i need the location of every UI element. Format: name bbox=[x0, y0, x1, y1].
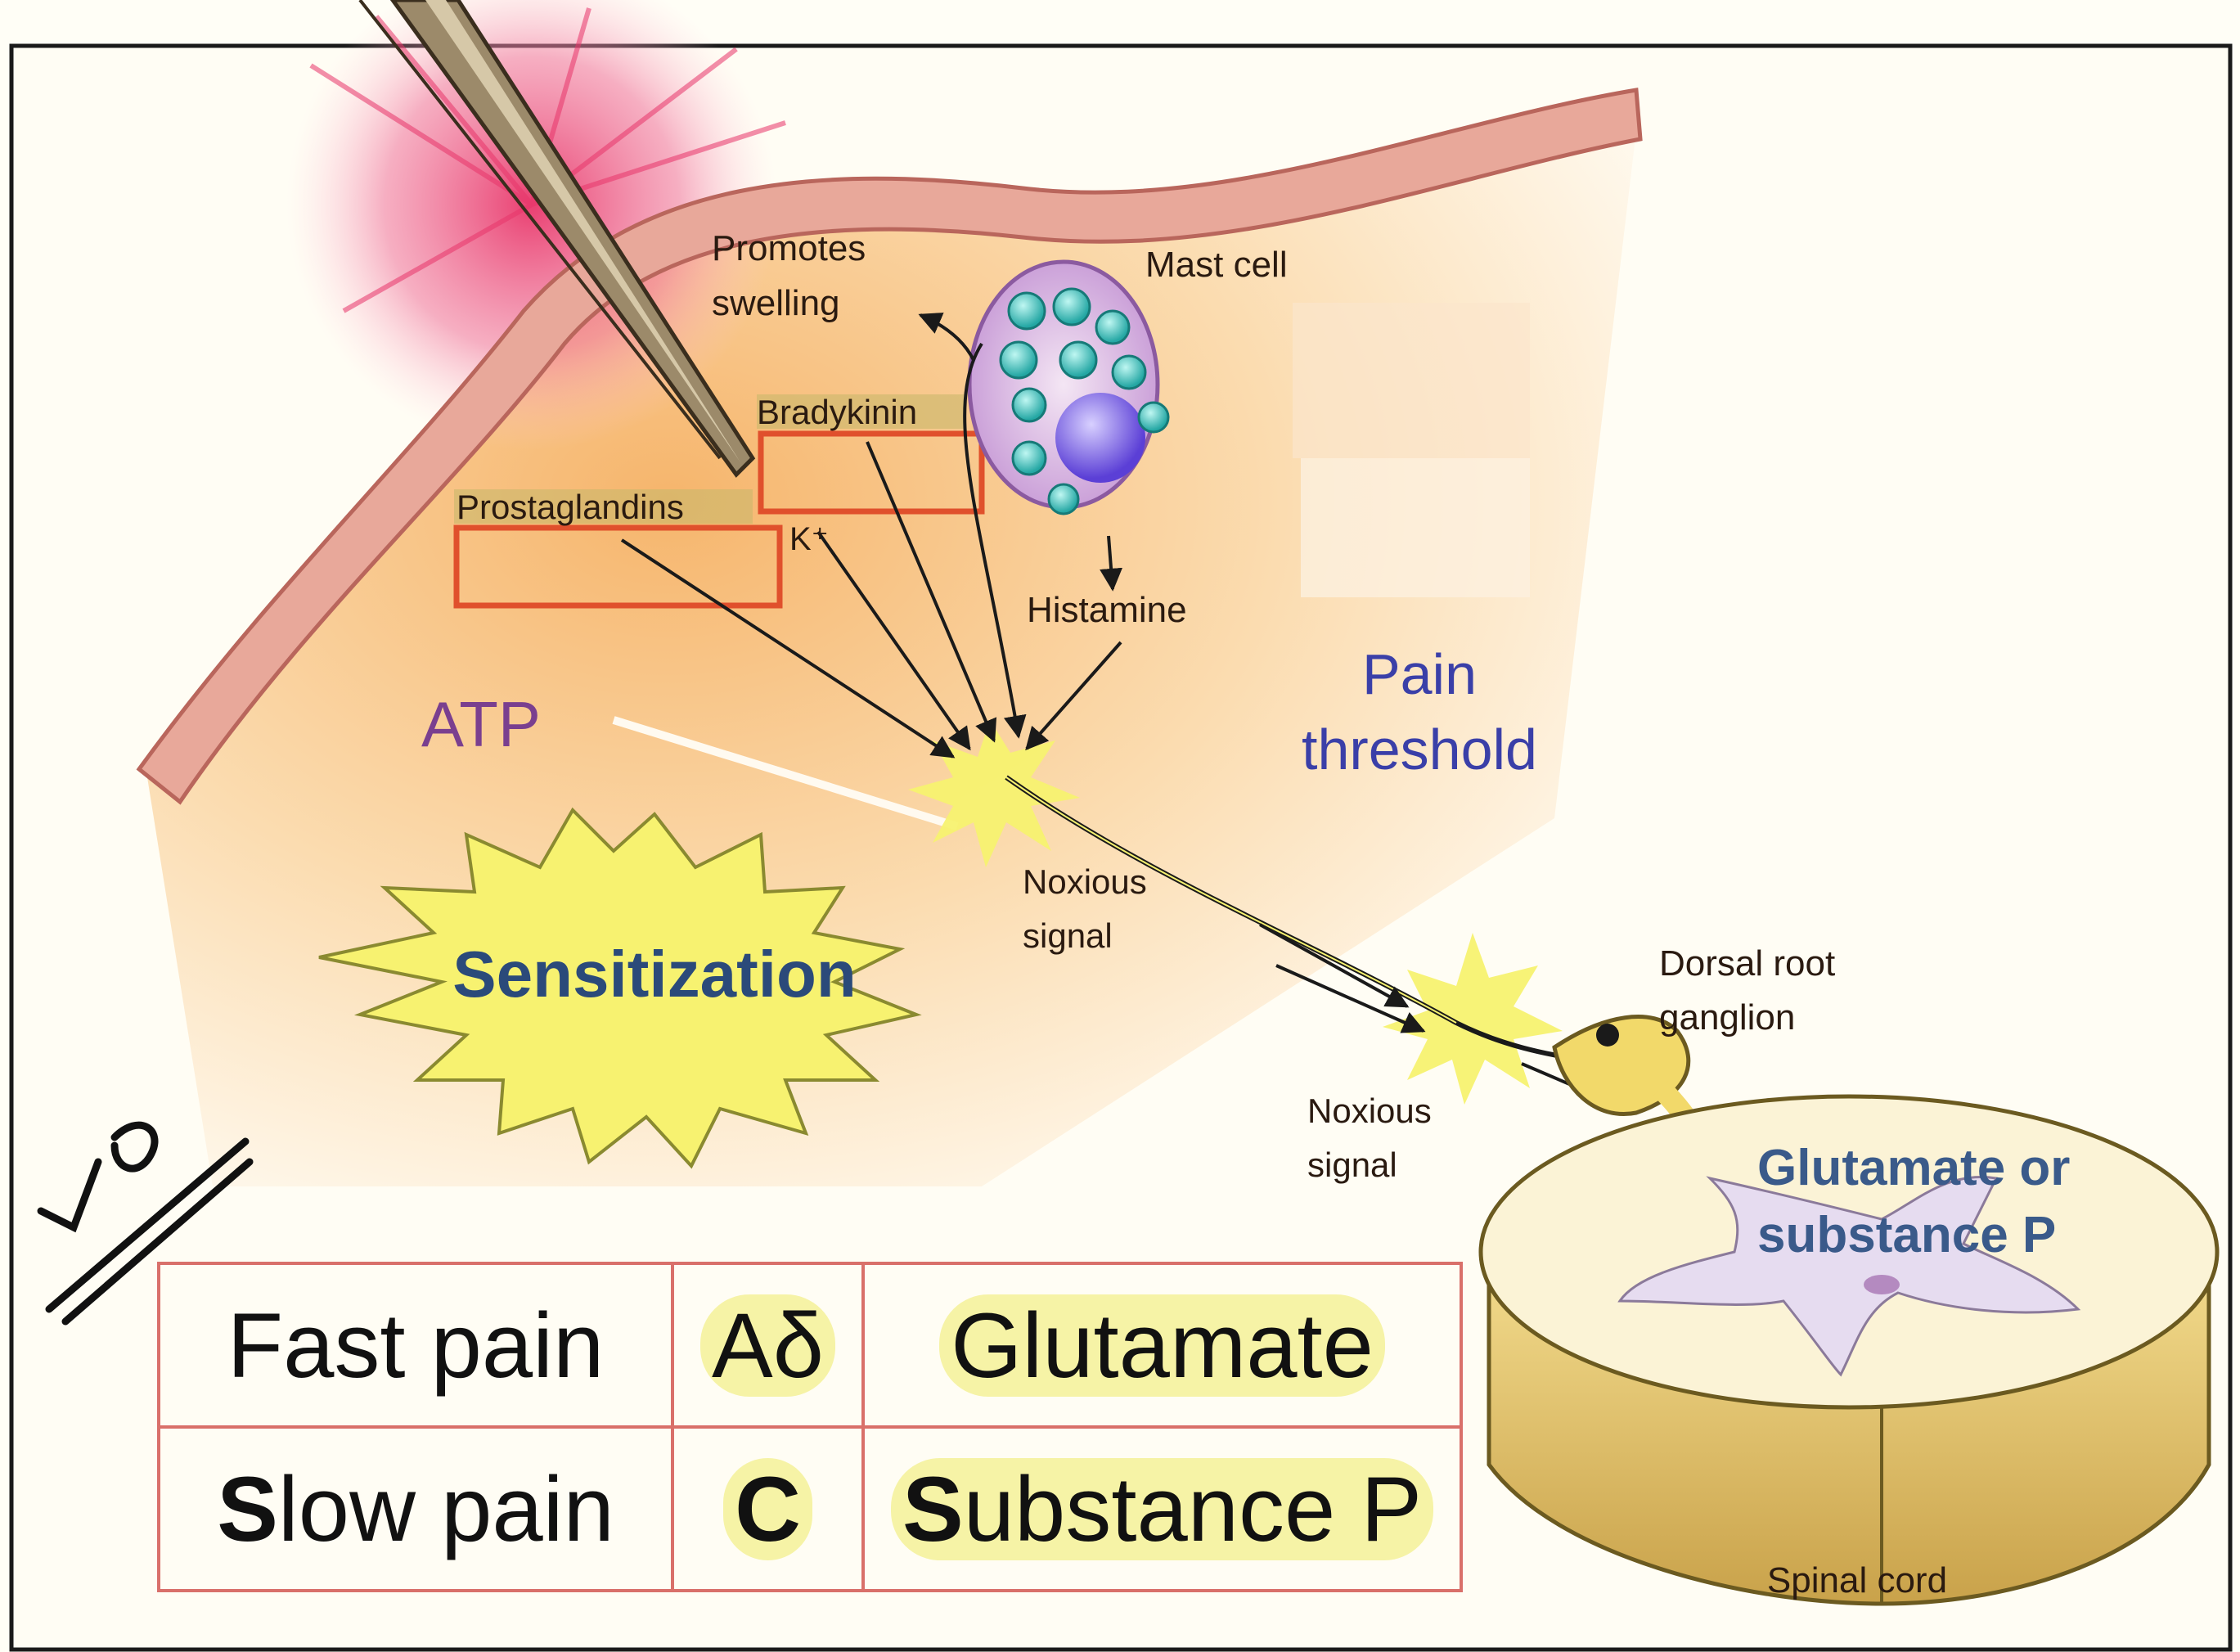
label-bradykinin: Bradykinin bbox=[757, 393, 917, 431]
paper-overlay-2 bbox=[1301, 458, 1530, 597]
cell-transmitter-slow-initial: S bbox=[902, 1458, 964, 1560]
label-pain-threshold-line-1: Pain bbox=[1362, 642, 1477, 706]
label-glutamate-or-line-2: substance P bbox=[1757, 1207, 2056, 1263]
label-pain-threshold-line-2: threshold bbox=[1302, 718, 1537, 781]
label-atp: ATP bbox=[421, 688, 541, 760]
label-dorsal-root-line-1: Dorsal root bbox=[1659, 943, 1835, 984]
label-noxious-signal-1-line-2: signal bbox=[1023, 916, 1113, 955]
cell-fiber-fast-text: Aδ bbox=[700, 1294, 835, 1397]
label-promotes-line-1: Promotes bbox=[712, 228, 866, 268]
cell-transmitter-slow-rest: ubstance P bbox=[964, 1458, 1422, 1560]
label-noxious-signal-1-line-1: Noxious bbox=[1023, 862, 1147, 901]
label-histamine: Histamine bbox=[1027, 590, 1187, 630]
cell-fiber-slow-text: C bbox=[723, 1458, 812, 1560]
paper-overlay-1 bbox=[1293, 303, 1530, 458]
cell-transmitter-slow: Substance P bbox=[863, 1427, 1461, 1591]
label-noxious-signal-2-line-1: Noxious bbox=[1307, 1092, 1432, 1130]
cell-transmitter-fast-text: Glutamate bbox=[939, 1294, 1385, 1397]
label-sensitization: Sensitization bbox=[452, 938, 856, 1011]
label-spinal-cord: Spinal cord bbox=[1767, 1560, 1947, 1600]
label-promotes-line-2: swelling bbox=[712, 283, 840, 323]
table-row-slow: Slow pain C Substance P bbox=[159, 1427, 1461, 1591]
label-noxious-signal-2-line-2: signal bbox=[1307, 1146, 1397, 1184]
label-k-plus: K⁺ bbox=[789, 521, 829, 557]
cell-transmitter-fast: Glutamate bbox=[863, 1263, 1461, 1427]
label-glutamate-or-line-1: Glutamate or bbox=[1757, 1140, 2070, 1196]
cell-pain-type-fast: Fast pain bbox=[159, 1263, 672, 1427]
label-prostaglandins: Prostaglandins bbox=[457, 488, 684, 526]
cell-pain-type-slow: Slow pain bbox=[159, 1427, 672, 1591]
cell-pain-type-slow-rest: low pain bbox=[278, 1458, 614, 1560]
label-mast-cell: Mast cell bbox=[1145, 245, 1288, 285]
pain-fiber-table: Fast pain Aδ Glutamate Slow pain C Subst… bbox=[157, 1262, 1463, 1592]
table-row-fast: Fast pain Aδ Glutamate bbox=[159, 1263, 1461, 1427]
cell-fiber-slow: C bbox=[672, 1427, 863, 1591]
cell-fiber-fast: Aδ bbox=[672, 1263, 863, 1427]
label-dorsal-root-line-2: ganglion bbox=[1659, 997, 1795, 1038]
cell-pain-type-slow-initial: S bbox=[217, 1458, 278, 1560]
cell-pain-type-fast-text: Fast pain bbox=[227, 1294, 605, 1397]
